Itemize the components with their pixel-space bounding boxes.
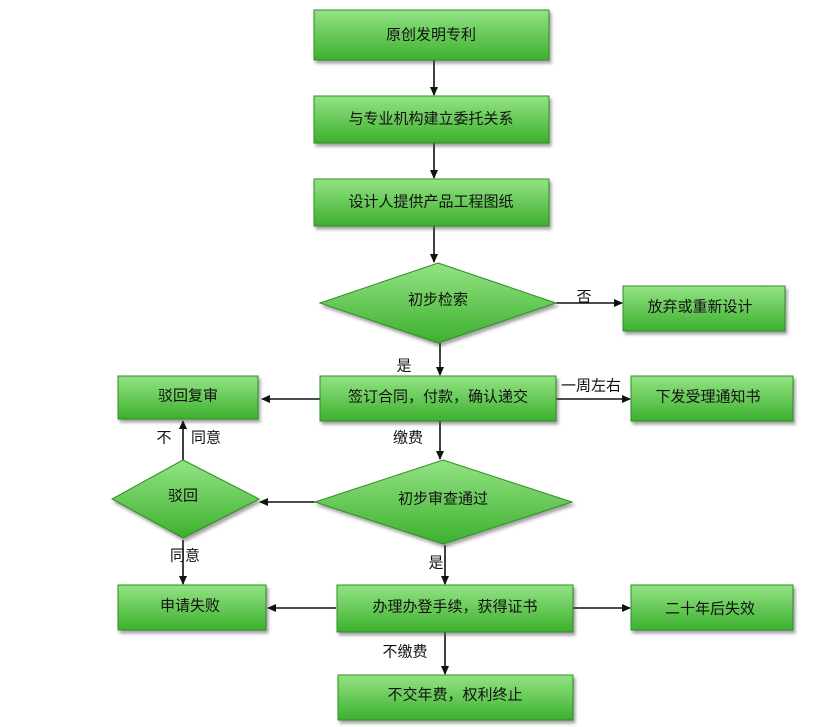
node-initial-exam: 初步审查通过	[313, 459, 574, 545]
node-entrust-agency: 与专业机构建立委托关系	[313, 95, 550, 144]
edge-label-yes-search: 是	[396, 357, 411, 375]
label-expire-20-years: 二十年后失效	[665, 600, 755, 618]
node-provide-drawings: 设计人提供产品工程图纸	[313, 178, 550, 227]
label-provide-drawings: 设计人提供产品工程图纸	[348, 193, 513, 211]
edge-label-pay-fee: 缴费	[393, 429, 423, 447]
node-abandon-redesign: 放弃或重新设计	[622, 285, 786, 332]
node-sign-contract: 签订合同，付款，确认递交	[319, 375, 557, 422]
edge-label-one-week: 一周左右	[561, 377, 621, 395]
edge-label-yes-exam: 是	[428, 554, 443, 572]
edge-label-disagree: 不	[156, 429, 171, 447]
node-initial-search: 初步检索	[318, 262, 558, 344]
label-sign-contract: 签订合同，付款，确认递交	[348, 388, 528, 406]
label-issue-notice: 下发受理通知书	[655, 388, 760, 406]
node-original-patent: 原创发明专利	[313, 9, 550, 61]
edge-label-no: 否	[576, 288, 591, 306]
node-rejected: 驳回	[110, 459, 261, 539]
label-rejected: 驳回	[168, 487, 198, 505]
label-entrust-agency: 与专业机构建立委托关系	[348, 110, 513, 128]
node-terminate: 不交年费，权利终止	[337, 674, 574, 721]
node-register-certificate: 办理办登手续，获得证书	[336, 584, 574, 633]
connectors	[179, 60, 631, 675]
node-expire-20-years: 二十年后失效	[630, 584, 794, 631]
node-reject-review: 驳回复审	[117, 375, 259, 420]
label-abandon-redesign: 放弃或重新设计	[647, 298, 752, 316]
node-issue-notice: 下发受理通知书	[630, 375, 794, 422]
label-reject-review: 驳回复审	[158, 387, 218, 405]
node-application-failed: 申请失败	[117, 584, 267, 631]
label-terminate: 不交年费，权利终止	[387, 686, 522, 704]
edge-label-agree-up: 同意	[191, 429, 221, 447]
label-application-failed: 申请失败	[160, 597, 220, 615]
edge-label-no-pay: 不缴费	[382, 643, 427, 661]
label-register-certificate: 办理办登手续，获得证书	[372, 598, 537, 616]
label-initial-exam: 初步审查通过	[398, 490, 488, 508]
label-initial-search: 初步检索	[408, 291, 468, 309]
label-original-patent: 原创发明专利	[386, 26, 476, 44]
edge-label-agree-down: 同意	[170, 547, 200, 565]
